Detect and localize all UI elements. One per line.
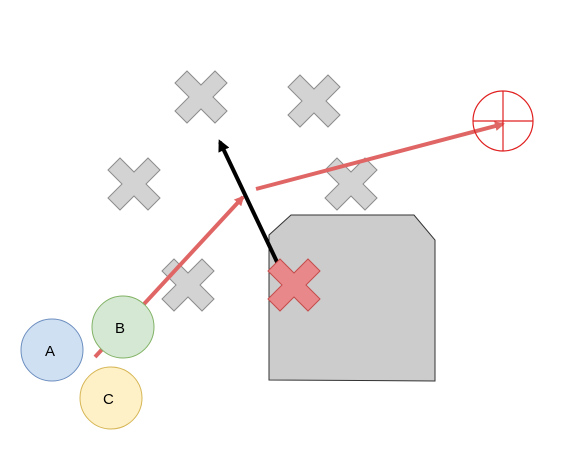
target-crosshair: [472, 90, 534, 152]
cross-marker-2: [287, 74, 341, 128]
node-a-label: A: [45, 343, 55, 360]
node-c-circle: [79, 366, 143, 430]
obstacle-block: [268, 214, 436, 382]
node-b-label: B: [115, 320, 125, 337]
node-a: A: [20, 318, 84, 382]
cross-marker-3: [107, 157, 161, 211]
node-a-circle: [20, 318, 84, 382]
cross-marker-5: [161, 258, 215, 312]
node-b-circle: [91, 295, 155, 359]
node-c-label: C: [103, 391, 114, 408]
red-path-segment-2: [255, 121, 505, 191]
node-b: B: [91, 295, 155, 359]
node-c: C: [79, 366, 143, 430]
black-arrow: [218, 139, 289, 284]
cross-marker-1: [174, 70, 228, 124]
highlighted-cross-marker: [267, 258, 321, 312]
cross-marker-4: [324, 157, 378, 211]
